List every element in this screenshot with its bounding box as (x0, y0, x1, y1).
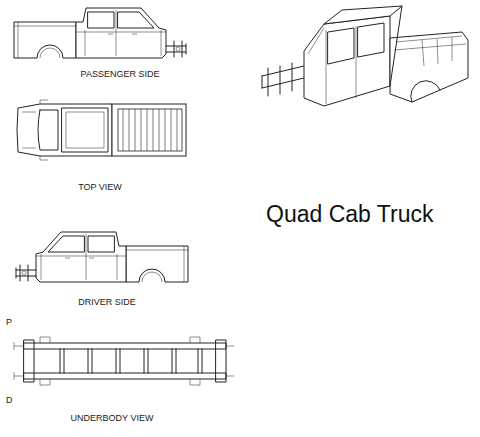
isometric-view (262, 6, 468, 106)
passenger-side-view (14, 8, 186, 58)
side-marker: D (6, 396, 13, 406)
view-label: PASSENGER SIDE (81, 70, 160, 80)
underbody-frame (14, 337, 234, 385)
view-label: DRIVER SIDE (78, 298, 136, 308)
side-marker: P (6, 318, 12, 328)
view-label: TOP VIEW (78, 183, 122, 193)
top-view (17, 100, 186, 160)
diagram-title: Quad Cab Truck (266, 202, 433, 227)
view-label: UNDERBODY VIEW (71, 414, 154, 424)
driver-side-view (16, 232, 188, 282)
